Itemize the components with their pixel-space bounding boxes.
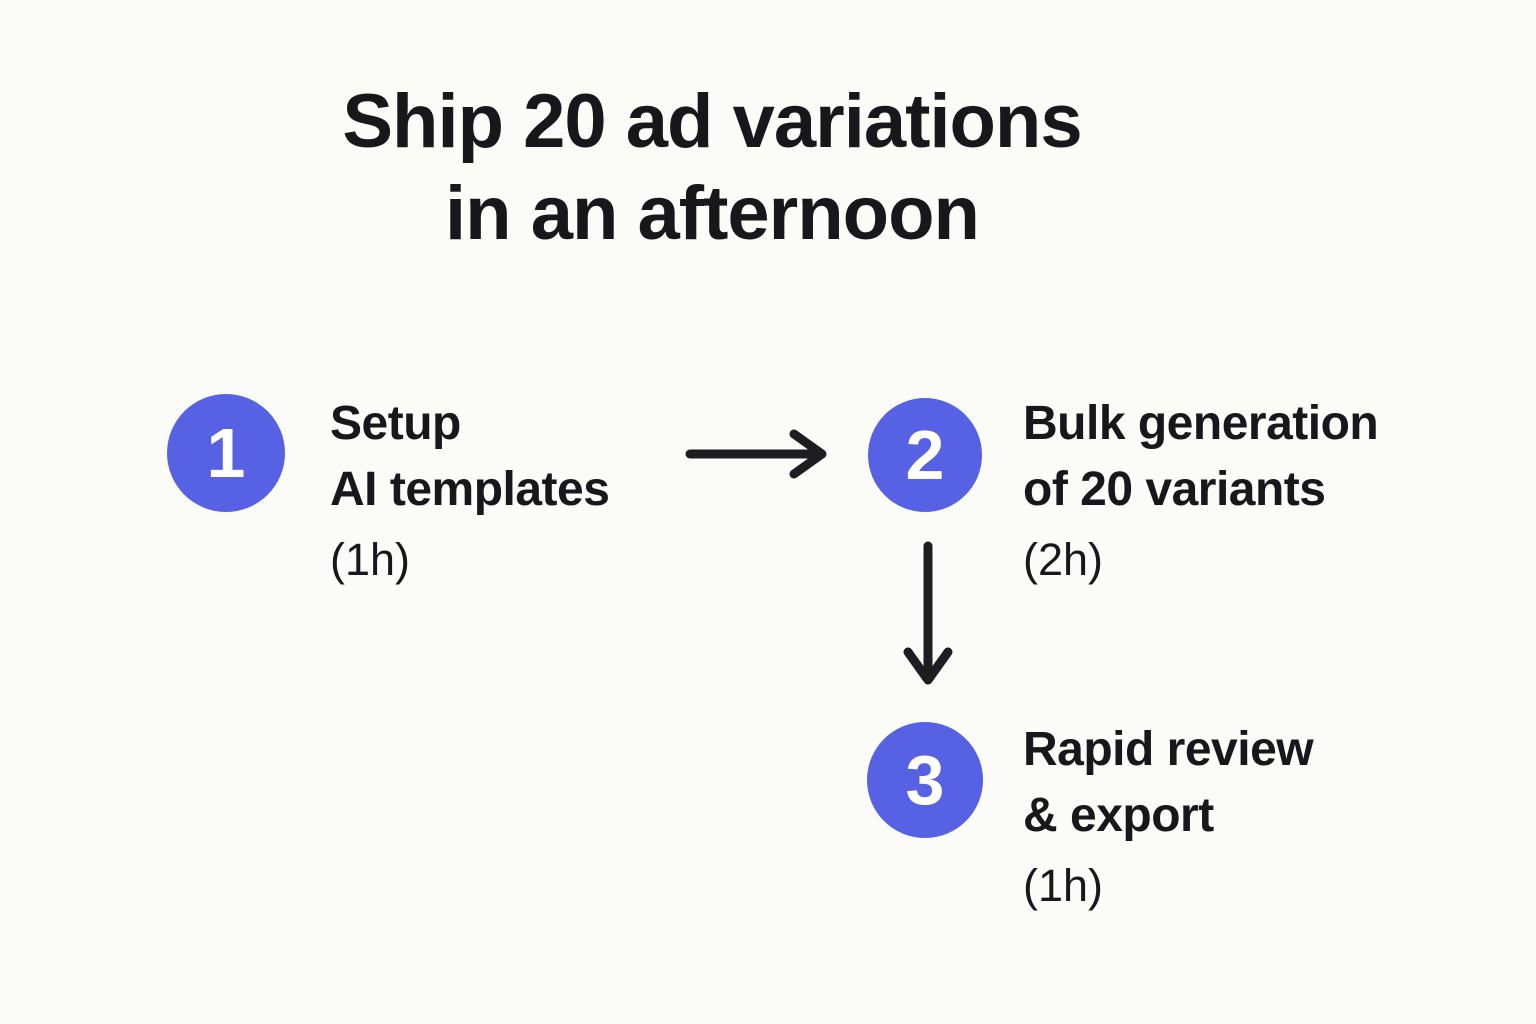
step-1-number-badge: 1 bbox=[167, 394, 285, 512]
step-1-duration: (1h) bbox=[330, 534, 411, 585]
page-title: Ship 20 ad variations in an afternoon bbox=[0, 76, 1424, 260]
step-2-text: Bulk generation of 20 variants (2h) bbox=[1023, 391, 1379, 589]
page-title-line-2: in an afternoon bbox=[445, 171, 980, 256]
step-1-number: 1 bbox=[206, 414, 246, 492]
step-2-duration: (2h) bbox=[1023, 534, 1104, 585]
page-title-line-1: Ship 20 ad variations bbox=[342, 79, 1082, 164]
step-3-duration: (1h) bbox=[1023, 860, 1104, 911]
step-1-label: Setup AI templates bbox=[330, 391, 610, 523]
step-1-label-line-1: Setup bbox=[330, 397, 461, 450]
arrow-right-icon bbox=[682, 428, 832, 485]
step-3-number-badge: 3 bbox=[867, 722, 983, 838]
step-2-number: 2 bbox=[905, 416, 945, 494]
step-2-label: Bulk generation of 20 variants bbox=[1023, 391, 1379, 523]
step-1-label-line-2: AI templates bbox=[330, 463, 610, 516]
step-2-label-line-1: Bulk generation bbox=[1023, 397, 1379, 450]
step-3-label: Rapid review & export bbox=[1023, 717, 1314, 849]
step-1-text: Setup AI templates (1h) bbox=[330, 391, 610, 589]
step-3-text: Rapid review & export (1h) bbox=[1023, 717, 1314, 915]
arrow-down-icon bbox=[902, 538, 954, 695]
step-3-label-line-2: & export bbox=[1023, 789, 1214, 842]
step-3-number: 3 bbox=[905, 741, 945, 819]
step-2-number-badge: 2 bbox=[868, 398, 982, 512]
step-2-label-line-2: of 20 variants bbox=[1023, 463, 1326, 516]
step-3-label-line-1: Rapid review bbox=[1023, 723, 1314, 776]
